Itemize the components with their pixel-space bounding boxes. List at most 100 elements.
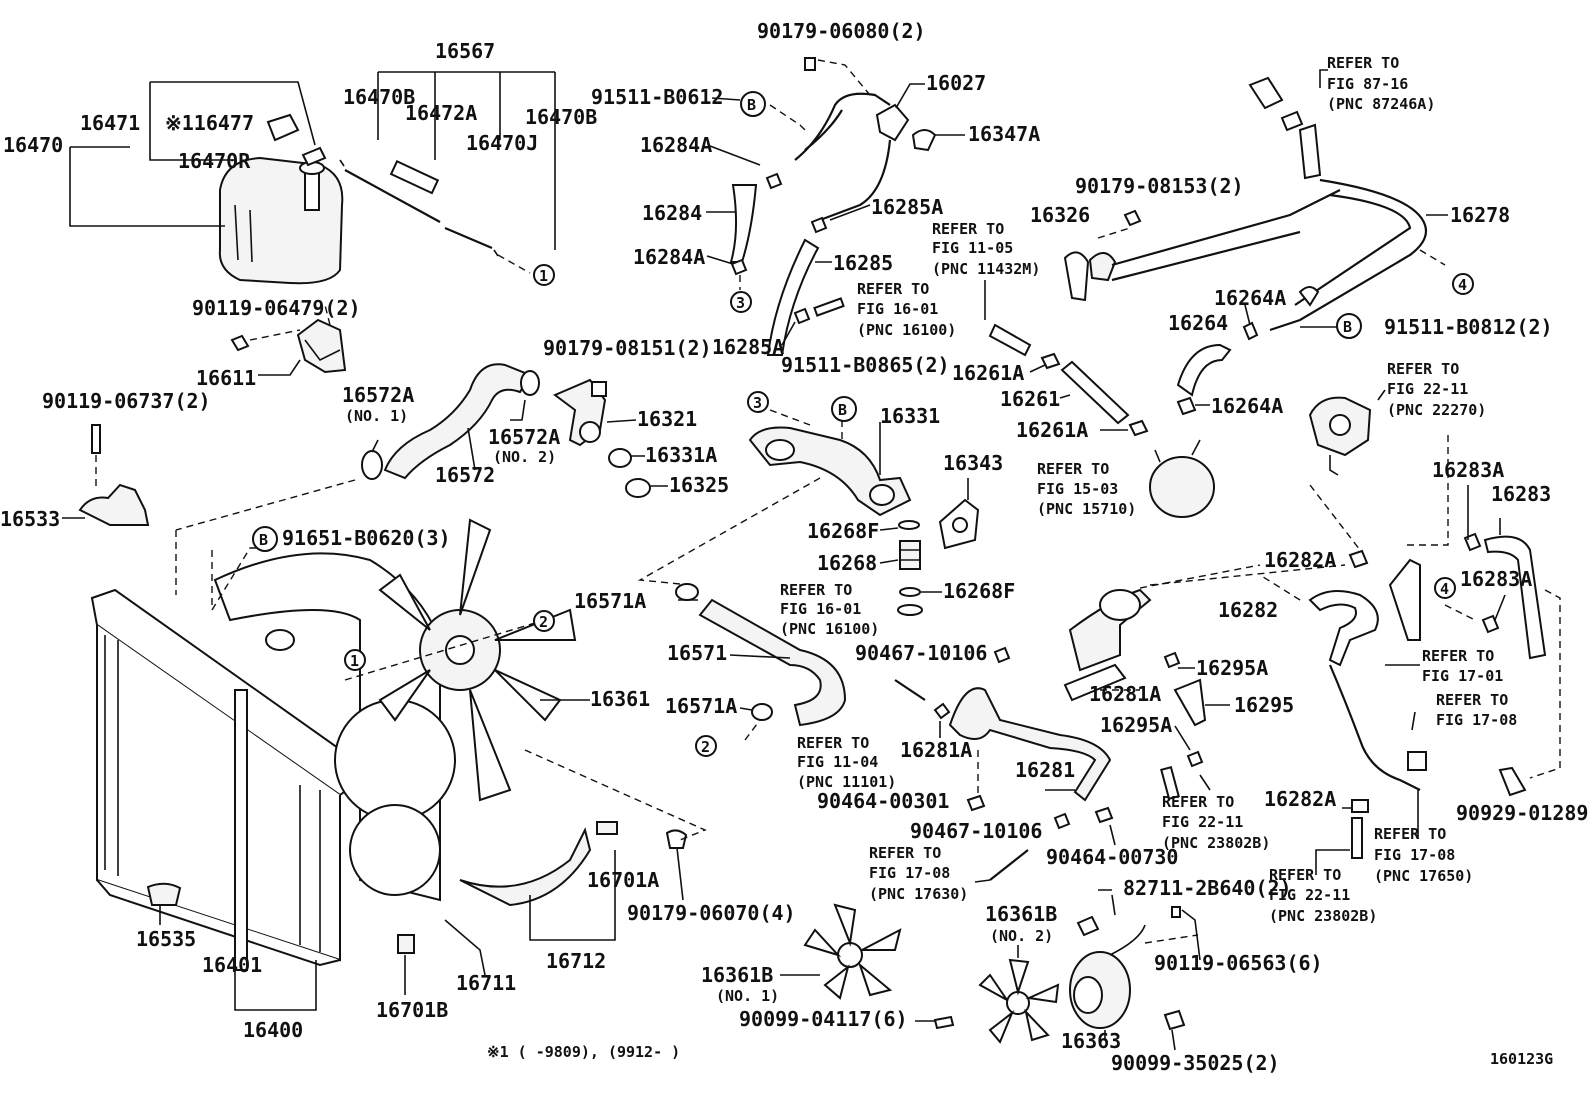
label-16572: 16572: [435, 463, 495, 487]
svg-text:4: 4: [1440, 580, 1449, 598]
label-16711: 16711: [456, 971, 516, 995]
label-16572A-no1: 16572A: [342, 383, 414, 407]
ref-fig17-08-b: REFER TO: [1436, 691, 1508, 709]
ref-fig16-01-b: (PNC 16100): [780, 620, 879, 638]
marker-B: B: [740, 91, 766, 117]
label-16264: 16264: [1168, 311, 1228, 335]
water-hoses-16282-16283: [1149, 435, 1561, 875]
label-16284: 16284: [642, 201, 702, 225]
hose-16285: [766, 204, 871, 356]
label-16326: 16326: [1030, 203, 1090, 227]
label-90119-06737: 90119-06737(2): [42, 389, 211, 413]
label-16268F: 16268F: [807, 519, 879, 543]
label-91511-B0812: 91511-B0812(2): [1384, 315, 1553, 339]
label-90179-08151: 90179-08151(2): [543, 336, 712, 360]
label-16261A: 16261A: [1016, 418, 1088, 442]
label-90467-10106: 90467-10106: [910, 819, 1042, 843]
label-16264A: 16264A: [1214, 286, 1286, 310]
ref-fig11-05: (PNC 11432M): [932, 260, 1040, 278]
label-16572A-no1-note: (NO. 1): [345, 407, 408, 425]
leader-marker-B: [711, 97, 741, 101]
ref-fig17-08-a: FIG 17-08: [869, 864, 950, 882]
label-90099-35025: 90099-35025(2): [1111, 1051, 1280, 1075]
label-16363: 16363: [1061, 1029, 1121, 1053]
label-16285: 16285: [833, 251, 893, 275]
ref-fig22-11-b: (PNC 22270): [1387, 401, 1486, 419]
ref-fig87-16: FIG 87-16: [1327, 75, 1408, 93]
label-82711-2B640: 82711-2B640(2): [1123, 876, 1292, 900]
ref-fig17-01: REFER TO: [1422, 647, 1494, 665]
label-16470J: 16470J: [466, 131, 538, 155]
marker-3: 3: [730, 291, 752, 313]
label-16261: 16261: [1000, 387, 1060, 411]
label-16321: 16321: [637, 407, 697, 431]
label-16611: 16611: [196, 366, 256, 390]
label-16268F: 16268F: [943, 579, 1015, 603]
cooling-fan-16361: [378, 518, 590, 802]
marker-4: 4: [1434, 577, 1456, 599]
svg-text:B: B: [1343, 318, 1352, 336]
label-91511-B0865: 91511-B0865(2): [781, 353, 950, 377]
label-16282: 16282: [1218, 598, 1278, 622]
ref-fig11-04: FIG 11-04: [797, 753, 878, 771]
water-outlet-16321: [553, 378, 668, 498]
label-16295A: 16295A: [1196, 656, 1268, 680]
bracket-16533: [62, 424, 150, 526]
label-16361: 16361: [590, 687, 650, 711]
ref-fig22-11-a: FIG 22-11: [1162, 813, 1243, 831]
label-16284A: 16284A: [640, 133, 712, 157]
label-16295A: 16295A: [1100, 713, 1172, 737]
ref-fig16-01: REFER TO: [857, 280, 929, 298]
label-16533: 16533: [0, 507, 60, 531]
ref-fig16-01: FIG 16-01: [857, 300, 938, 318]
label-16572A-no2: 16572A: [488, 425, 560, 449]
label-16470B: 16470B: [525, 105, 597, 129]
label-16264A: 16264A: [1211, 394, 1283, 418]
ref-fig15-03: REFER TO: [1037, 460, 1109, 478]
label-16401: 16401: [202, 953, 262, 977]
label-90099-04117: 90099-04117(6): [739, 1007, 908, 1031]
label-16325: 16325: [669, 473, 729, 497]
label-90119-06563: 90119-06563(6): [1154, 951, 1323, 975]
fan-motor-16363: [1069, 889, 1201, 1051]
ref-fig17-08-a: (PNC 17630): [869, 885, 968, 903]
ref-fig17-08-c: REFER TO: [1374, 825, 1446, 843]
svg-text:1: 1: [350, 652, 359, 670]
marker-B: B: [831, 396, 857, 422]
leader-16712-16701A: [159, 847, 684, 995]
clip-16701A: [596, 821, 618, 835]
svg-text:4: 4: [1458, 276, 1467, 294]
fan-shroud-16711: [213, 552, 486, 976]
hose-16264: [1176, 304, 1338, 416]
label-16361B-no1-note: (NO. 1): [716, 987, 779, 1005]
sensor-group-16261: [984, 280, 1149, 437]
throttle-body-22270: [1308, 389, 1386, 476]
label-16285A: 16285A: [871, 195, 943, 219]
heater-hose-16281: [894, 646, 1140, 846]
ref-fig22-11-c: (PNC 23802B): [1269, 907, 1377, 925]
thermostat-16268: [879, 520, 942, 616]
leader-16471-16470: [69, 81, 316, 227]
label-90467-10106: 90467-10106: [855, 641, 987, 665]
label-16470R: 16470R: [178, 149, 251, 173]
label-90464-00730: 90464-00730: [1046, 845, 1178, 869]
figure-id: 160123G: [1490, 1050, 1553, 1068]
svg-text:3: 3: [753, 394, 762, 412]
marker-B: B: [1336, 313, 1362, 339]
label-16281A: 16281A: [1089, 682, 1161, 706]
ref-fig11-05: FIG 11-05: [932, 239, 1013, 257]
bracket-16611: [230, 304, 347, 376]
label-16712: 16712: [546, 949, 606, 973]
vapor-canister-15710: [1149, 439, 1215, 518]
ref-fig17-08-c: (PNC 17650): [1374, 867, 1473, 885]
label-16701B: 16701B: [376, 998, 448, 1022]
label-16027: 16027: [926, 71, 986, 95]
hose-16284: [706, 145, 783, 290]
fan-16361B-no1: [780, 903, 955, 1030]
ref-fig17-08-b: FIG 17-08: [1436, 711, 1517, 729]
label-16281: 16281: [1015, 758, 1075, 782]
radiator-16400: [90, 588, 362, 1011]
ref-fig22-11-a: REFER TO: [1162, 793, 1234, 811]
heater-valve-16295: [1068, 564, 1261, 801]
cap-16535: [146, 882, 182, 906]
